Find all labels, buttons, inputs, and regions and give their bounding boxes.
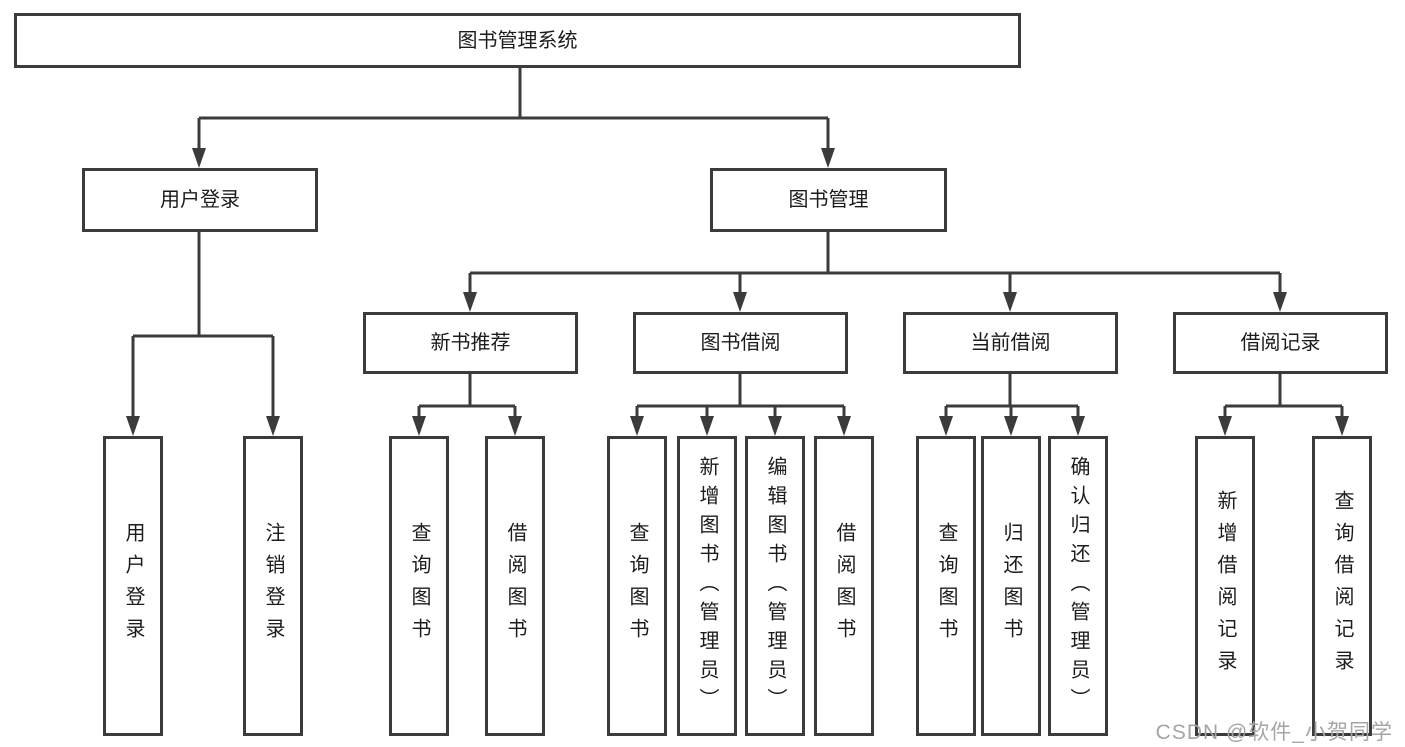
- branch-book-management: 图书管理: [710, 168, 947, 232]
- leaf-borrow-books-recommend-label: 借阅图书: [504, 522, 526, 650]
- node-current-borrowing-label: 当前借阅: [970, 332, 1051, 354]
- leaf-confirm-return-admin: 确认归还（管理员）: [1048, 436, 1108, 736]
- leaf-borrow-books-label: 借阅图书: [833, 522, 855, 650]
- branch-book-management-label: 图书管理: [788, 189, 869, 211]
- leaf-add-borrow-record: 新增借阅记录: [1195, 436, 1255, 736]
- leaf-return-books-label: 归还图书: [1000, 522, 1022, 650]
- node-new-book-recommendation-label: 新书推荐: [430, 332, 511, 354]
- connector-paths: [131, 66, 1344, 420]
- node-book-borrowing: 图书借阅: [633, 312, 848, 374]
- leaf-query-books-recommend-label: 查询图书: [408, 522, 430, 650]
- csdn-watermark: CSDN @软件_小贺同学: [1155, 721, 1393, 744]
- leaf-user-login-label: 用户登录: [122, 522, 144, 650]
- leaf-edit-books-admin: 编辑图书（管理员）: [745, 436, 805, 736]
- leaf-add-books-admin: 新增图书（管理员）: [677, 436, 737, 736]
- leaf-query-books-borrowing-label: 查询图书: [626, 522, 648, 650]
- root-node-library-system: 图书管理系统: [14, 13, 1021, 68]
- leaf-query-books-current-label: 查询图书: [935, 522, 957, 650]
- connector-arrowheads: [126, 148, 1349, 436]
- leaf-edit-books-admin-label: 编辑图书（管理员）: [764, 455, 786, 717]
- leaf-query-borrow-record-label: 查询借阅记录: [1331, 490, 1353, 682]
- leaf-borrow-books-recommend: 借阅图书: [485, 436, 545, 736]
- node-borrowing-records-label: 借阅记录: [1240, 332, 1321, 354]
- leaf-query-borrow-record: 查询借阅记录: [1312, 436, 1372, 736]
- node-current-borrowing: 当前借阅: [903, 312, 1118, 374]
- branch-user-login-label: 用户登录: [160, 189, 240, 211]
- branch-user-login: 用户登录: [82, 168, 318, 232]
- leaf-logout: 注销登录: [243, 436, 303, 736]
- leaf-query-books-current: 查询图书: [916, 436, 976, 736]
- root-node-label: 图书管理系统: [457, 29, 578, 52]
- leaf-add-borrow-record-label: 新增借阅记录: [1214, 490, 1236, 682]
- leaf-add-books-admin-label: 新增图书（管理员）: [696, 455, 718, 717]
- leaf-user-login: 用户登录: [103, 436, 163, 736]
- leaf-query-books-recommend: 查询图书: [389, 436, 449, 736]
- leaf-borrow-books: 借阅图书: [814, 436, 874, 736]
- leaf-confirm-return-admin-label: 确认归还（管理员）: [1067, 455, 1089, 717]
- node-borrowing-records: 借阅记录: [1173, 312, 1388, 374]
- leaf-return-books: 归还图书: [981, 436, 1041, 736]
- leaf-query-books-borrowing: 查询图书: [607, 436, 667, 736]
- node-new-book-recommendation: 新书推荐: [363, 312, 578, 374]
- leaf-logout-label: 注销登录: [262, 522, 284, 650]
- node-book-borrowing-label: 图书借阅: [700, 332, 781, 354]
